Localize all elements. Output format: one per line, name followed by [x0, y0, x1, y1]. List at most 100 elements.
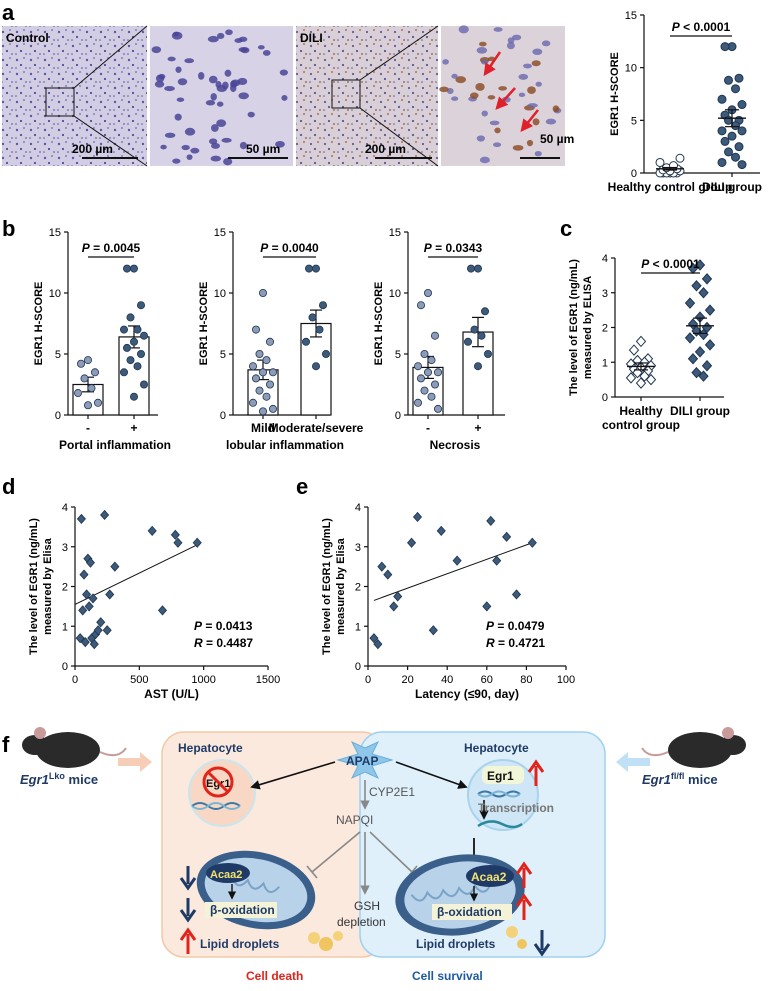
nucleus: [176, 97, 185, 102]
acaa2-label-left: Acaa2: [210, 869, 242, 881]
x-axis-label: Necrosis: [430, 438, 481, 452]
nucleus: [207, 35, 219, 43]
nucleus: [216, 32, 225, 40]
data-point: [737, 100, 747, 110]
data-point: [482, 601, 492, 612]
data-point: [430, 380, 439, 389]
data-point: [123, 343, 132, 352]
nucleus: [175, 66, 182, 74]
data-point: [100, 509, 110, 521]
data-point: [423, 368, 432, 377]
data-point: [258, 368, 267, 377]
data-point: [694, 346, 706, 358]
nucleus: [458, 25, 469, 34]
nucleus: [216, 84, 228, 92]
red-arrow: [495, 87, 516, 110]
data-point: [262, 356, 271, 365]
data-point: [110, 561, 120, 572]
y-tick-label: 0: [395, 410, 401, 422]
data-point: [731, 152, 740, 162]
dna-icon: [191, 802, 241, 810]
arrow-to-left-cell: [250, 761, 336, 790]
micrograph-label-control: Control: [6, 31, 49, 45]
nucleus: [151, 46, 162, 54]
panel-label-b: b: [2, 216, 15, 241]
data-point: [262, 392, 271, 401]
data-point: [389, 601, 399, 612]
data-point: [701, 359, 713, 372]
nucleus: [186, 154, 193, 161]
micrograph-dili-low: [296, 26, 438, 166]
data-point: [265, 337, 274, 346]
egr1-label-right: Egr1: [487, 769, 514, 783]
data-point: [698, 370, 709, 382]
up-arrow-icon: [527, 759, 545, 786]
nucleus: [234, 38, 243, 43]
x-tick-label: 1500: [256, 674, 280, 686]
data-point: [311, 362, 320, 371]
nucleus: [216, 119, 227, 128]
acaa2-badge-right: [466, 865, 514, 887]
data-point: [120, 325, 129, 334]
data-point: [466, 264, 475, 273]
mouse-head: [22, 735, 48, 755]
egr1-badge: [482, 766, 524, 784]
depletion-label: depletion: [337, 915, 386, 929]
data-point: [84, 356, 93, 365]
data-point: [433, 404, 442, 413]
y-axis-label: The level of EGR1 (ng/mL): [321, 518, 333, 655]
y-tick-label: 4: [62, 502, 68, 514]
data-point: [687, 318, 699, 330]
data-point: [258, 407, 267, 416]
mouse-ear: [34, 727, 46, 739]
nucleus: [164, 132, 176, 138]
y-tick-label: 10: [389, 288, 401, 300]
napqi-label: NAPQI: [336, 813, 373, 827]
category-label: -: [426, 421, 430, 435]
y-tick-label: 5: [631, 115, 637, 127]
data-point: [416, 374, 425, 383]
data-point: [123, 264, 132, 273]
category-label: +: [474, 421, 481, 435]
data-point: [120, 368, 129, 377]
nucleus: [167, 56, 176, 62]
nucleus: [184, 127, 196, 136]
y-tick-label: 5: [395, 349, 401, 361]
data-point: [80, 374, 89, 383]
lipid-label-right: Lipid droplets: [416, 937, 496, 951]
data-point: [308, 313, 317, 322]
data-point: [427, 356, 436, 365]
data-point: [192, 537, 202, 548]
category-label: Mild: [251, 421, 275, 435]
data-point: [173, 537, 183, 548]
data-point: [724, 75, 733, 85]
y-axis-label: EGR1 H-SCORE: [33, 282, 45, 366]
data-point: [133, 362, 142, 371]
data-point: [687, 353, 699, 365]
panel-label-c: c: [560, 216, 572, 241]
data-point: [91, 368, 100, 377]
scalebar-label: 200 µm: [365, 142, 406, 156]
category-label: DILI group: [670, 404, 730, 418]
mouse-left: [22, 727, 127, 768]
nucleus: [224, 69, 232, 77]
lipid-label-left: Lipid droplets: [200, 937, 280, 951]
nucleus: [493, 27, 503, 32]
data-point: [452, 555, 462, 566]
data-point: [255, 386, 264, 395]
x-axis-label: Portal inflammation: [59, 438, 171, 452]
data-point: [470, 325, 479, 334]
left-mouse-label: Egr1Lko mice: [20, 771, 98, 787]
nucleus: [518, 73, 529, 80]
data-point: [625, 372, 637, 384]
data-point: [102, 625, 112, 636]
beta-ox-label-right: β-oxidation: [437, 905, 502, 919]
y-tick-label: 15: [389, 227, 401, 239]
micrograph-control-high: [150, 26, 293, 166]
x-tick-label: 20: [401, 674, 413, 686]
data-point: [511, 589, 522, 600]
nucleus: [479, 156, 490, 164]
